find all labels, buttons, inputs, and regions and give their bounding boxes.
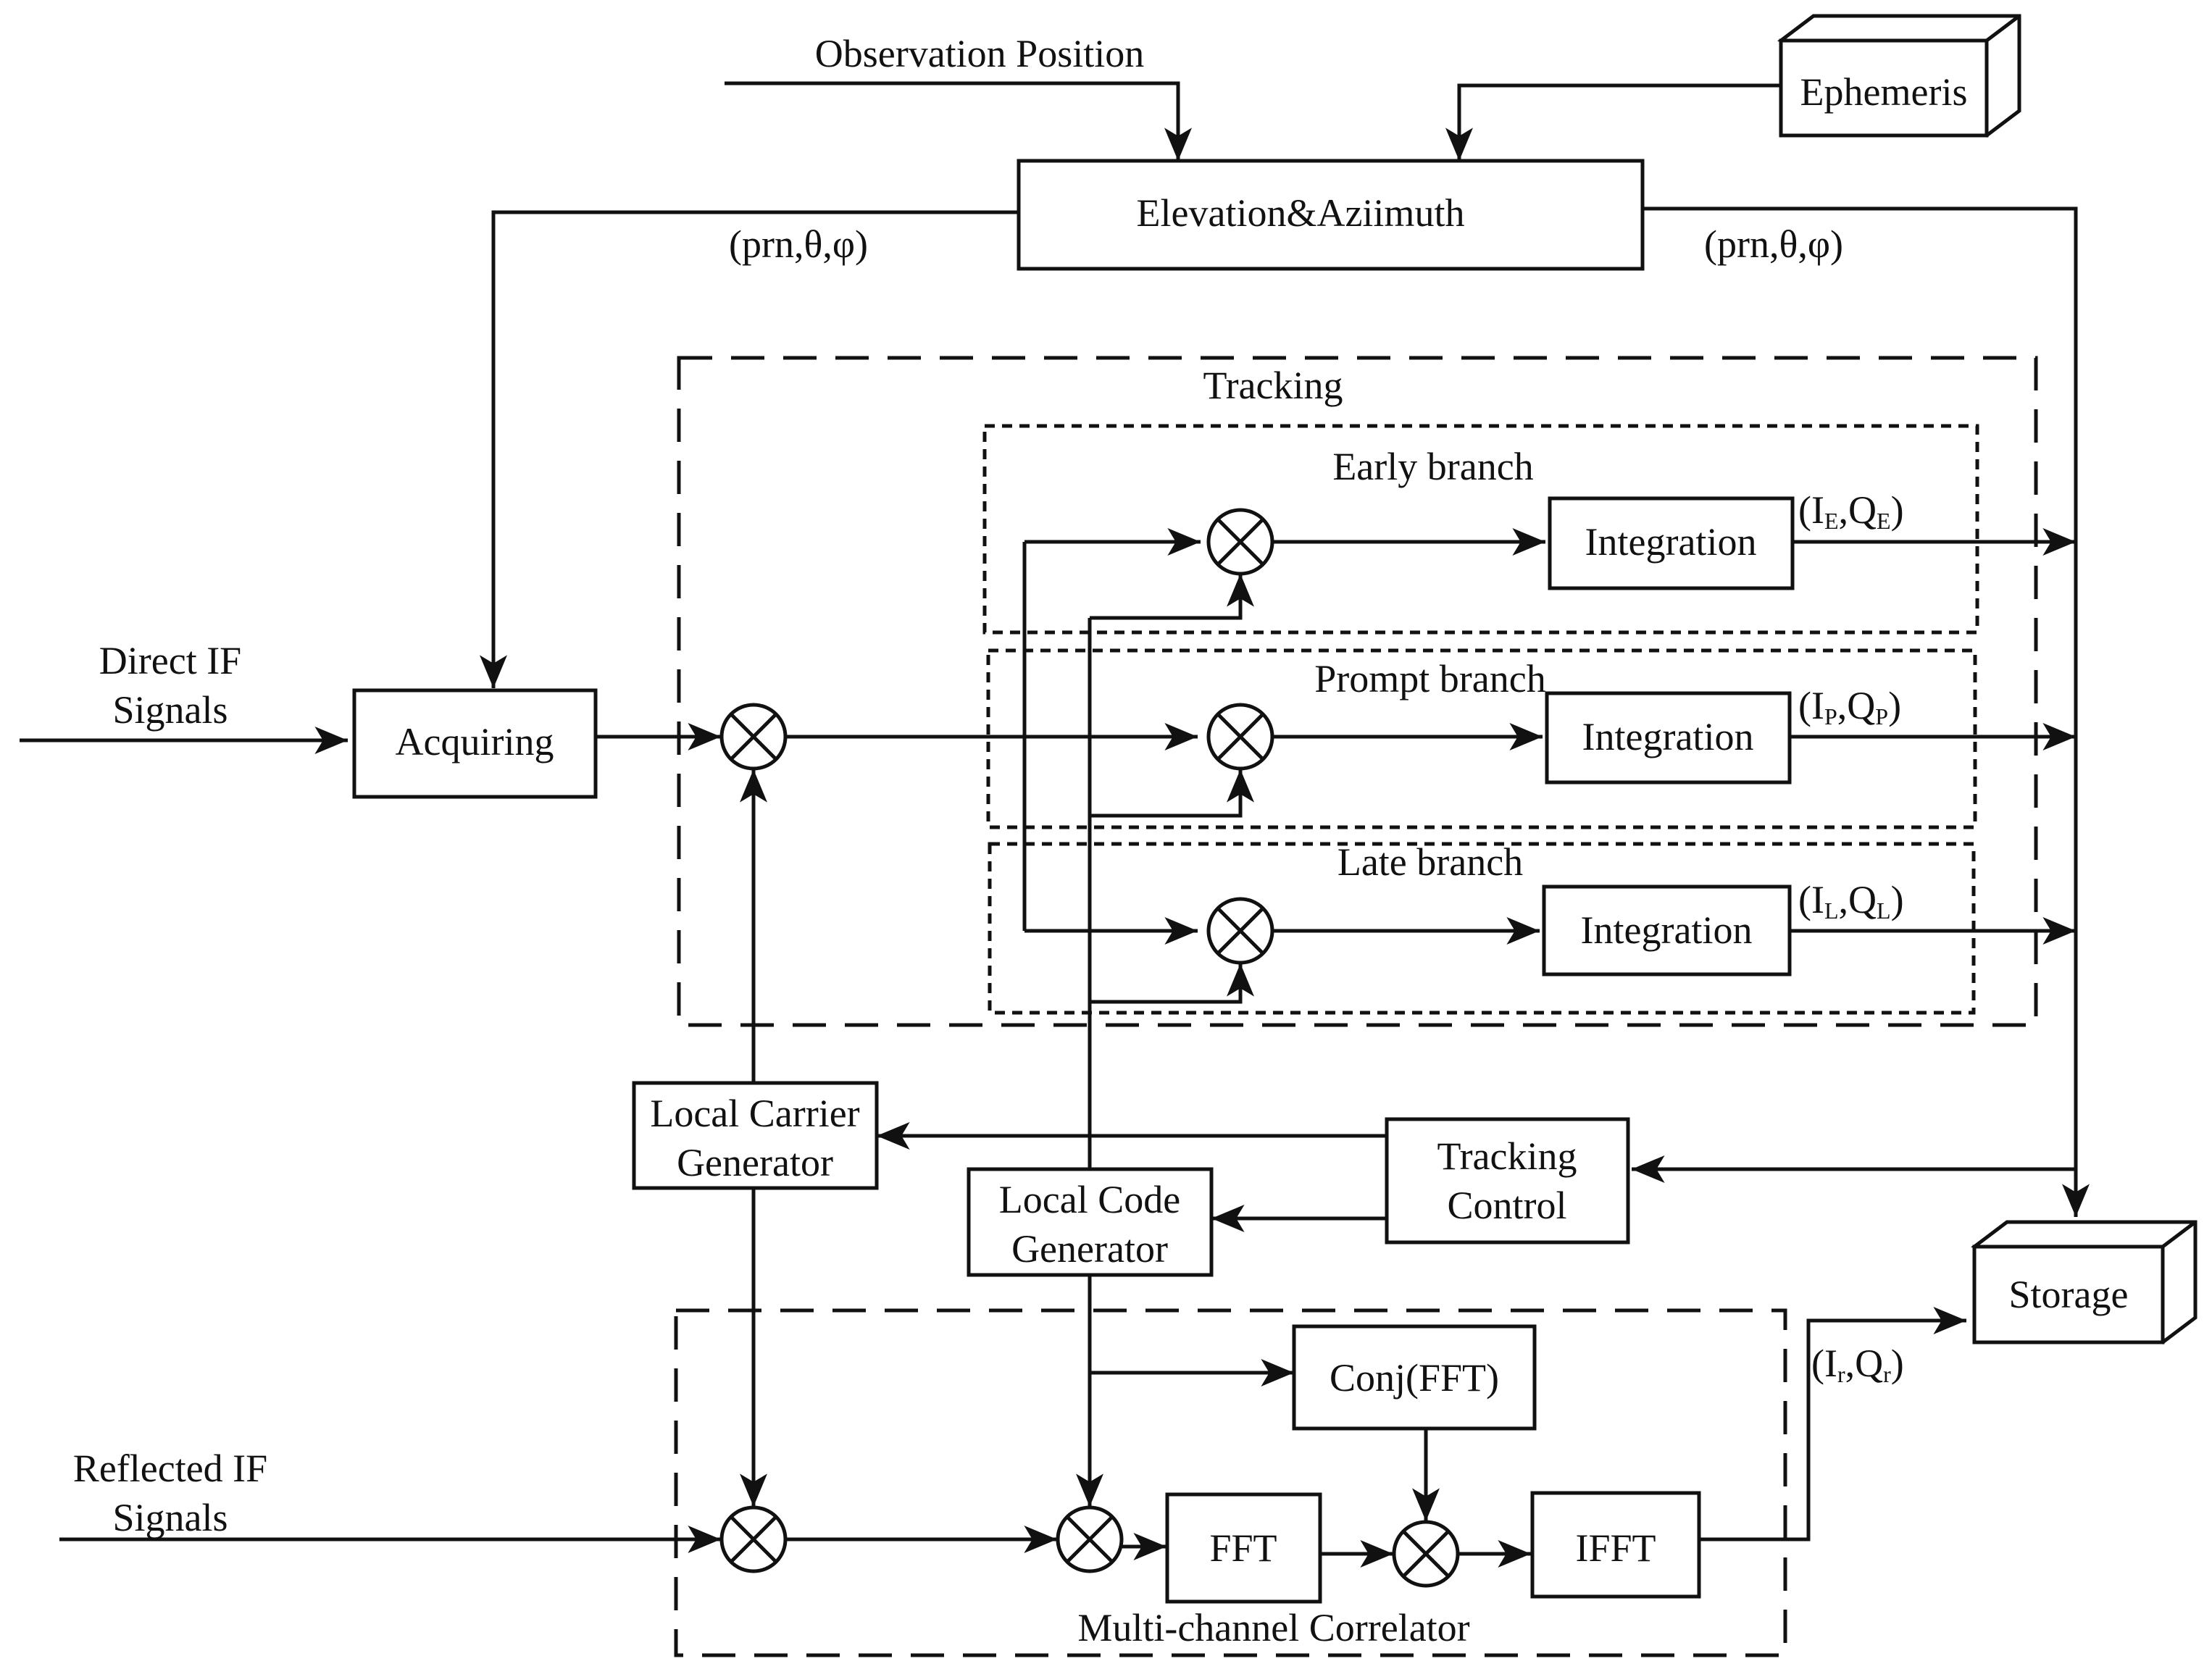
prn-theta-phi-left: (prn,θ,φ)	[729, 222, 868, 266]
ifft-box	[1530, 1491, 1701, 1599]
reflected-if-label-line2: Signals	[112, 1496, 228, 1539]
wire-elev-to-storage	[1643, 206, 2090, 1217]
direct-if-label-line2: Signals	[112, 688, 228, 732]
correlator-region	[674, 1308, 1787, 1657]
storage-label: Storage	[2009, 1273, 2129, 1316]
elevation-azimuth-label: Elevation&Aziimuth	[1137, 191, 1465, 235]
observation-position-label: Observation Position	[815, 32, 1145, 75]
early-integration-label: Integration	[1585, 520, 1757, 564]
late-branch-label: Late branch	[1337, 840, 1523, 884]
late-integration-box	[1542, 884, 1792, 976]
product-mixer	[1392, 1520, 1460, 1588]
tracking-control-label-line2: Control	[1447, 1184, 1566, 1227]
reflected-output-label: (Ir,Qr)	[1811, 1342, 1904, 1387]
ephemeris-cube	[1777, 14, 2021, 138]
wire-code-to-prompt	[1090, 769, 1254, 818]
prompt-mixer	[1206, 703, 1274, 771]
late-branch-region	[988, 842, 1976, 1015]
local-code-label-line1: Local Code	[999, 1178, 1180, 1221]
ifft-label: IFFT	[1575, 1526, 1656, 1570]
reflected-if-label-line1: Reflected IF	[73, 1447, 267, 1490]
early-branch-region	[982, 424, 1979, 635]
prompt-output-label: (IP,QP)	[1798, 684, 1901, 729]
tracking-label: Tracking	[1203, 364, 1343, 407]
wire-elev-to-acquiring	[480, 210, 1019, 689]
late-output-label: (IL,QL)	[1798, 878, 1904, 924]
early-integration-box	[1548, 496, 1795, 590]
early-branch-label: Early branch	[1332, 445, 1533, 488]
wire-code-to-early	[1090, 573, 1254, 620]
local-carrier-label-line1: Local Carrier	[650, 1092, 859, 1135]
wire-observation	[725, 81, 1192, 161]
wire-ephemeris	[1445, 83, 1781, 161]
mixers	[719, 508, 1460, 1588]
late-mixer	[1206, 897, 1274, 965]
local-code-generator-box	[967, 1167, 1214, 1277]
code-mixer	[1056, 1505, 1124, 1573]
prn-theta-phi-right: (prn,θ,φ)	[1704, 222, 1843, 266]
tracking-control-label-line1: Tracking	[1437, 1134, 1577, 1178]
early-mixer	[1206, 508, 1274, 576]
prompt-integration-box	[1545, 691, 1792, 785]
local-carrier-generator-box	[632, 1081, 879, 1190]
storage-cube	[1971, 1220, 2198, 1344]
direct-if-label-line1: Direct IF	[99, 639, 241, 682]
prompt-branch-label: Prompt branch	[1314, 657, 1545, 700]
prompt-integration-label: Integration	[1582, 715, 1754, 758]
wires	[20, 81, 2090, 1568]
conj-fft-label: Conj(FFT)	[1330, 1356, 1499, 1400]
acquiring-box	[352, 688, 598, 799]
main-mixer	[719, 703, 788, 771]
late-integration-label: Integration	[1581, 908, 1753, 952]
elevation-azimuth-box	[1017, 159, 1645, 271]
fft-box	[1165, 1492, 1322, 1604]
wire-code-to-late	[1090, 963, 1254, 1004]
acquiring-label: Acquiring	[396, 720, 554, 764]
tracking-region	[677, 356, 2038, 1027]
multi-channel-correlator-label: Multi-channel Correlator	[1077, 1606, 1469, 1649]
wire-ifft-to-storage	[1699, 1307, 1966, 1542]
ephemeris-label: Ephemeris	[1800, 70, 1968, 114]
local-carrier-label-line2: Generator	[677, 1141, 833, 1184]
fft-label: FFT	[1209, 1526, 1277, 1570]
local-code-label-line2: Generator	[1011, 1227, 1168, 1271]
conj-fft-box	[1292, 1324, 1537, 1431]
tracking-control-box	[1385, 1117, 1630, 1245]
early-output-label: (IE,QE)	[1798, 488, 1904, 534]
prompt-branch-region	[986, 648, 1977, 829]
reflected-mixer	[719, 1505, 788, 1573]
